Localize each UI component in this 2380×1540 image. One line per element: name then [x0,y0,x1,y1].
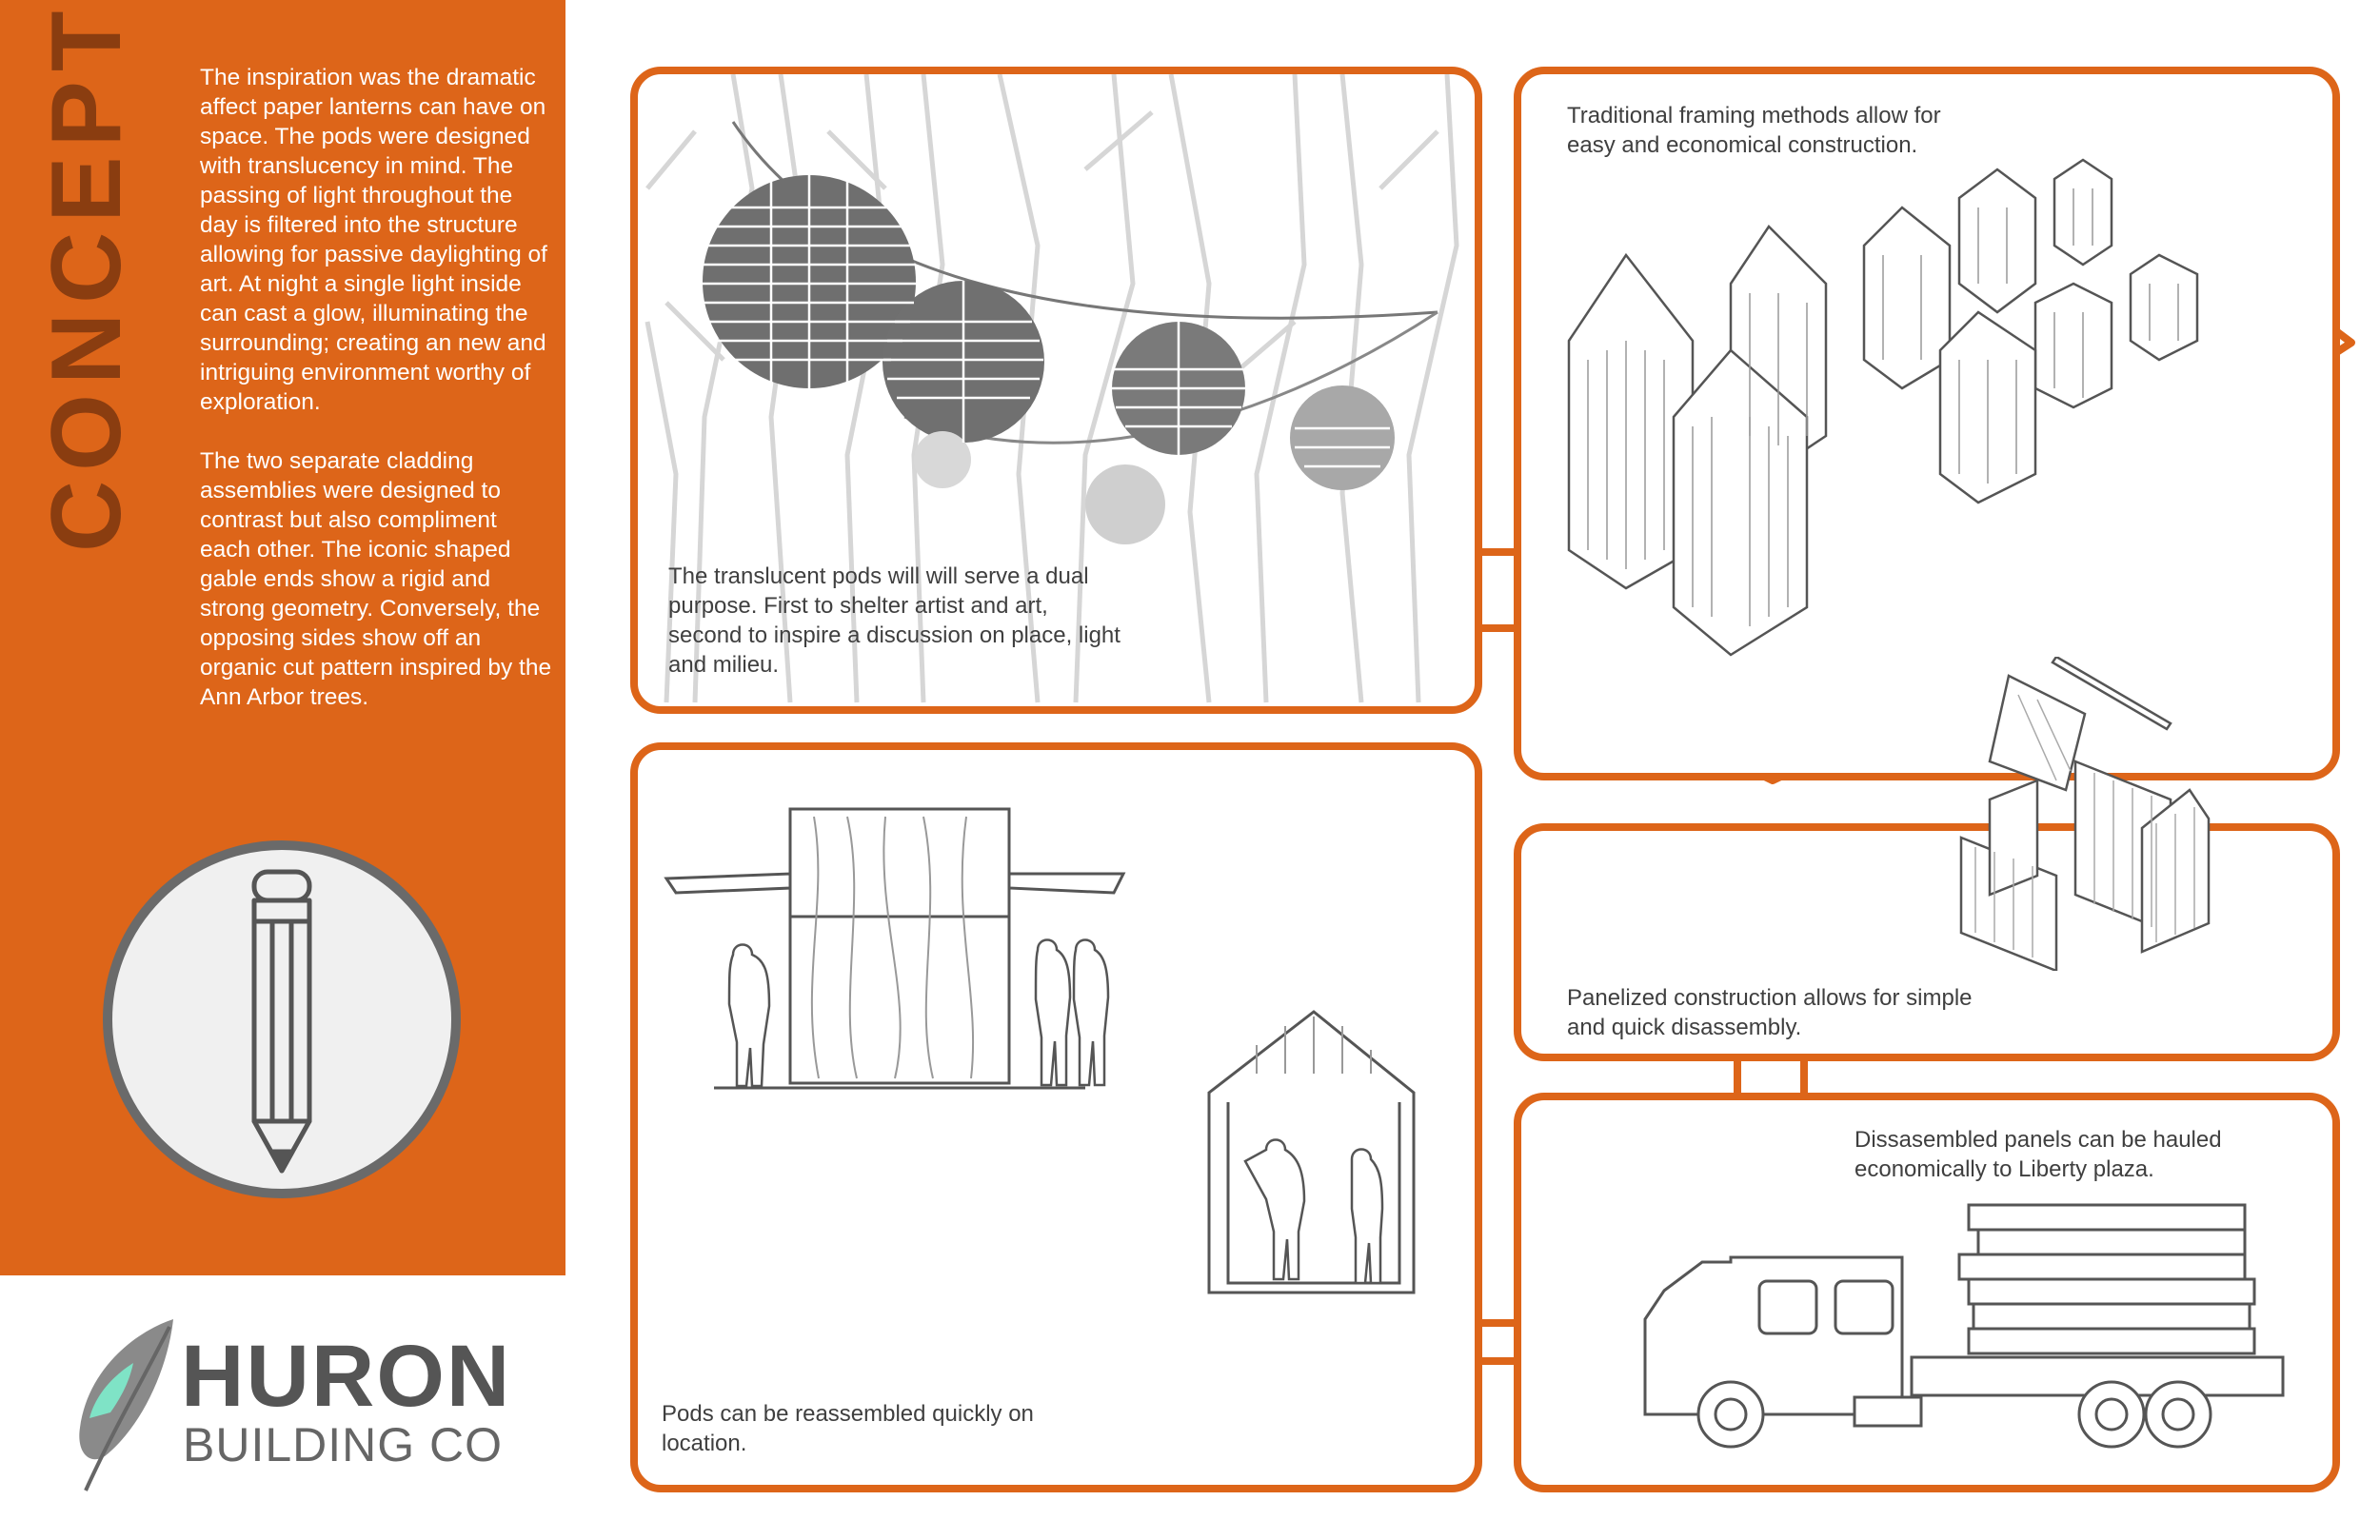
panel-framing: Traditional framing methods allow for ea… [1514,67,2340,780]
huron-logo: HURON BUILDING CO [67,1313,524,1494]
panel-lanterns: The translucent pods will will serve a d… [630,67,1482,714]
caption-hauling: Dissasembled panels can be hauled econom… [1854,1127,2222,1182]
feather-icon [79,1319,173,1491]
reassembly-illustration [664,807,1416,1294]
logo-subtitle: BUILDING CO [183,1418,504,1471]
framing-illustration [1567,158,2199,657]
lantern-illustration [645,74,1459,703]
caption-lanterns: The translucent pods will will serve a d… [668,563,1121,678]
panel-reassembly: Pods can be reassembled quickly on locat… [630,742,1482,1492]
concept-sidebar: CONCEPT The inspiration was the dramatic… [0,0,565,1275]
concept-description: The inspiration was the dramatic affect … [200,63,552,741]
concept-paragraph-2: The two separate cladding assemblies wer… [200,448,552,710]
panelized-illustration [1959,657,2211,971]
concept-paragraph-1: The inspiration was the dramatic affect … [200,65,547,415]
caption-panelized: Panelized construction allows for simple… [1567,985,1973,1040]
truck-illustration [1643,1203,2285,1449]
concept-title: CONCEPT [31,1,142,552]
panel-hauling: Dissasembled panels can be hauled econom… [1514,1093,2340,1492]
caption-framing: Traditional framing methods allow for ea… [1567,103,1941,158]
logo-name: HURON [181,1328,512,1425]
pencil-icon [103,840,461,1198]
caption-reassembly: Pods can be reassembled quickly on locat… [662,1401,1034,1456]
